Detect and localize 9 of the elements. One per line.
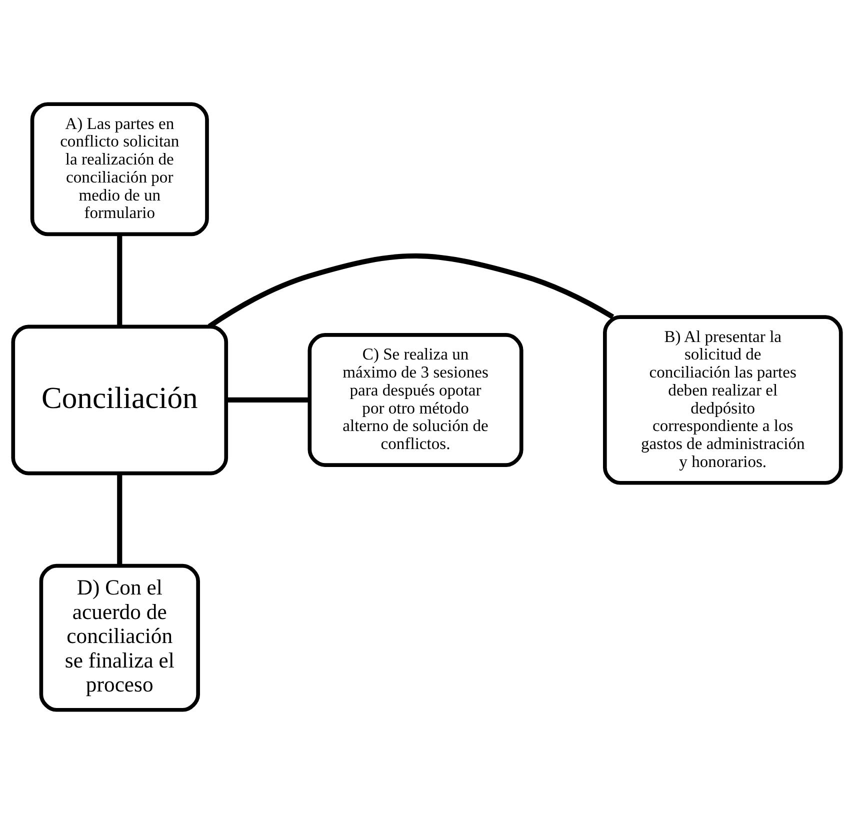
connector [117, 234, 122, 326]
node-box: C) Se realiza un máximo de 3 sesiones para después opotar por otro método alterno de solución de conflictos. [308, 332, 524, 466]
connector [226, 396, 310, 402]
node-box: B) Al presentar la solicitud de conciliación las partes deben realizar el dedpósito correspondiente a los gastos de administración y honorarios. [603, 314, 843, 484]
node-box: A) Las partes en conflicto solicitan la realización de conciliación por medio de un formulario [30, 102, 209, 236]
connector [208, 252, 614, 328]
node-box: Conciliación [11, 324, 228, 475]
node-box: D) Con el acuerdo de conciliación se finaliza el proceso [39, 563, 200, 712]
connector [117, 472, 122, 566]
